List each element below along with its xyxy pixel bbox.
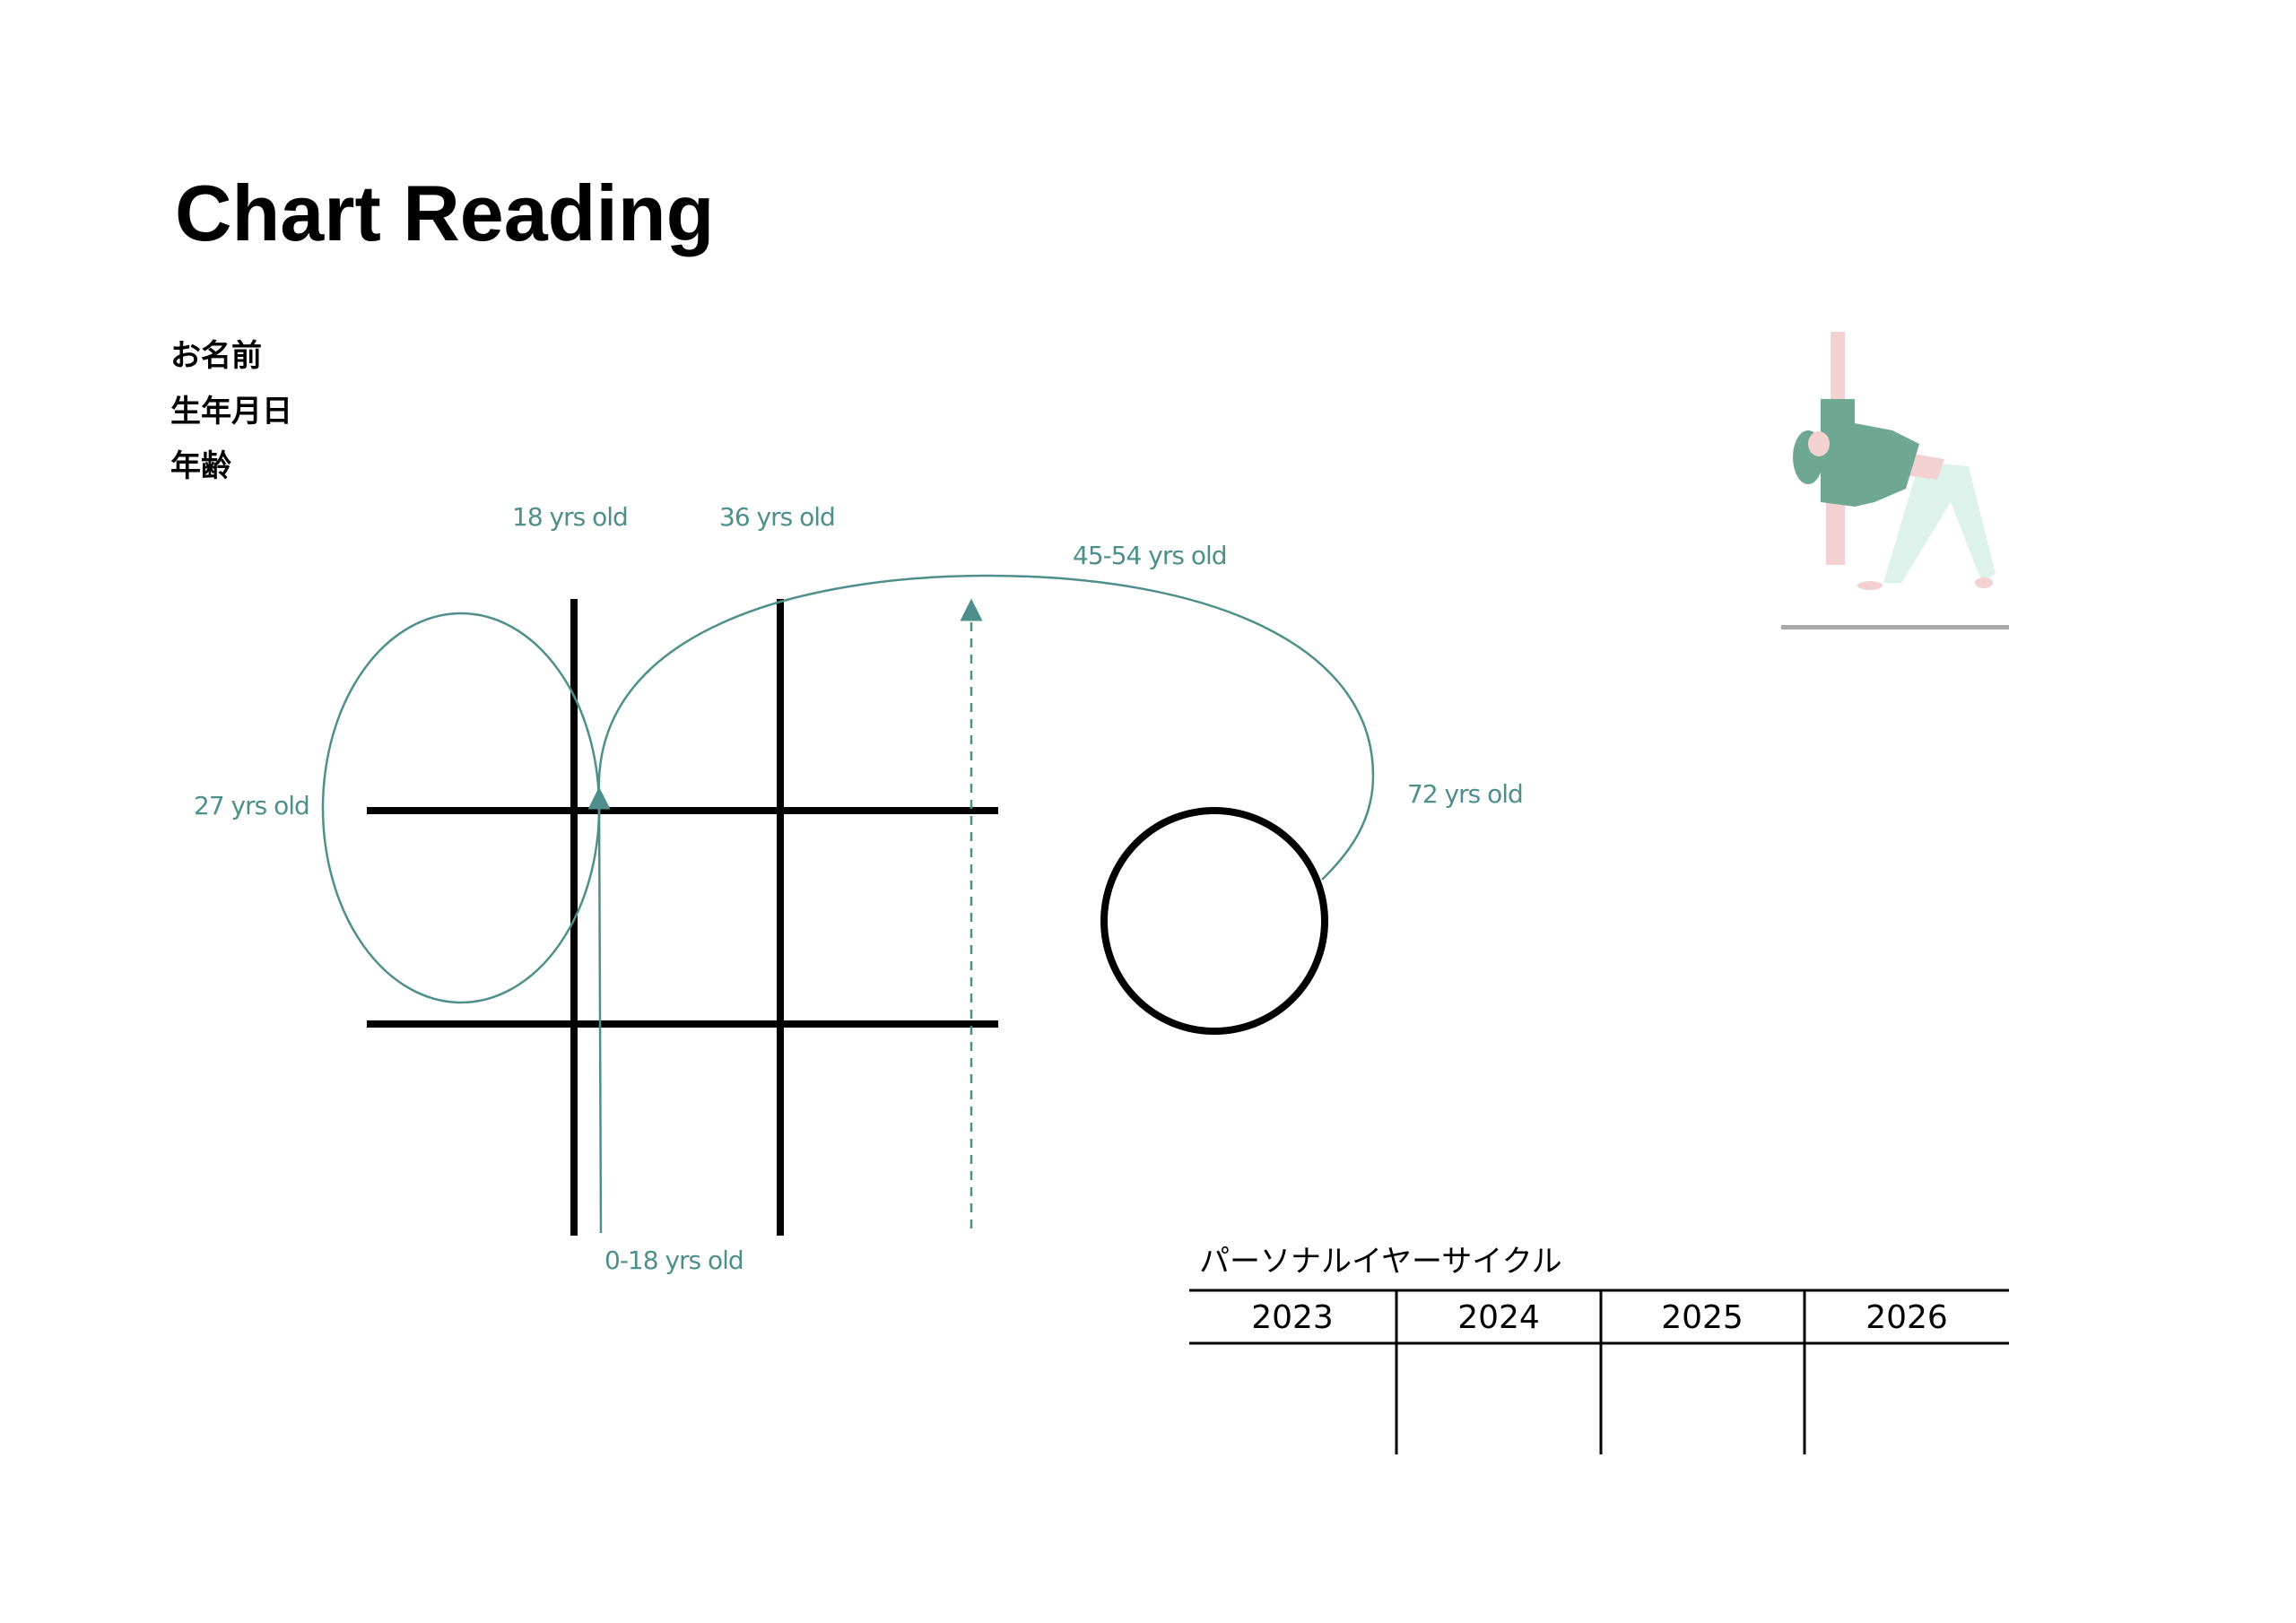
yoga-figure-illustration — [1781, 332, 2009, 629]
year-header-2023: 2023 — [1251, 1299, 1334, 1336]
year-header-2026: 2026 — [1866, 1299, 1948, 1336]
age-label: 年齢 — [170, 448, 231, 484]
age-label-36: 36 yrs old — [719, 502, 835, 532]
age-label-45-54: 45-54 yrs old — [1073, 541, 1227, 570]
path-arrow-0-18 — [587, 786, 611, 1234]
birthdate-label: 生年月日 — [170, 394, 292, 430]
ground-line — [1781, 625, 2009, 629]
table-title: パーソナルイヤーサイクル — [1199, 1244, 1562, 1280]
age-label-18: 18 yrs old — [512, 502, 628, 532]
year-header-2025: 2025 — [1661, 1299, 1744, 1336]
path-arc — [597, 574, 1375, 881]
age-label-0-18: 0-18 yrs old — [604, 1245, 744, 1275]
grid — [367, 599, 998, 1236]
personal-year-cycle-table: パーソナルイヤーサイクル 2023 2024 2025 2026 — [1189, 1244, 2009, 1454]
page-title: Chart Reading — [175, 169, 714, 257]
age-label-27: 27 yrs old — [194, 791, 309, 820]
life-path — [321, 574, 1375, 1234]
name-label: お名前 — [170, 338, 262, 374]
year-header-2024: 2024 — [1457, 1299, 1540, 1336]
age-label-72: 72 yrs old — [1407, 779, 1523, 809]
end-circle — [1100, 807, 1328, 1035]
